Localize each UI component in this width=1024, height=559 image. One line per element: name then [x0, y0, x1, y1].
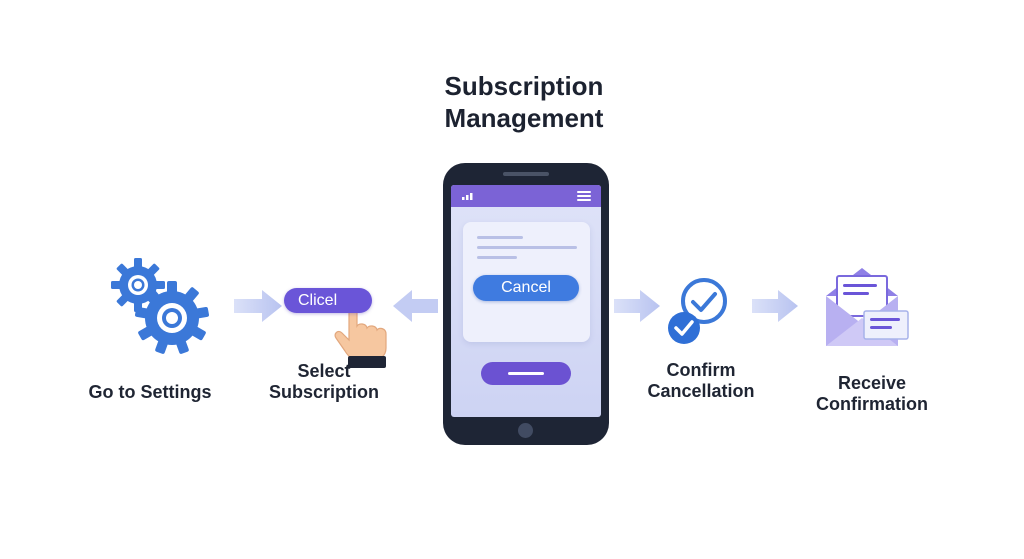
- step-label-select-subscription: Select Subscription: [258, 361, 390, 403]
- step-label-go-to-settings: Go to Settings: [80, 382, 220, 403]
- text-placeholder-line: [477, 256, 517, 259]
- phone-device: Cancel: [443, 163, 609, 445]
- arrow-right-icon: [614, 290, 660, 322]
- phone-speaker: [503, 172, 549, 176]
- bottom-action-button[interactable]: [481, 362, 571, 385]
- step-label-line: Receive: [837, 373, 907, 393]
- menu-icon[interactable]: [577, 191, 591, 201]
- diagram-title: Subscription Management: [392, 70, 656, 134]
- text-placeholder-line: [477, 246, 577, 249]
- home-button[interactable]: [518, 423, 533, 438]
- signal-icon: [462, 193, 473, 200]
- step-label-receive-confirmation: Receive Confirmation: [806, 373, 938, 415]
- gears-icon: [111, 258, 209, 354]
- dialog-card: Cancel: [463, 222, 590, 342]
- arrow-left-icon: [393, 290, 438, 322]
- title-line-1: Subscription: [444, 71, 604, 101]
- double-checkmark-icon: [668, 278, 727, 344]
- pointing-hand-icon: [334, 291, 387, 368]
- envelope-icon: [826, 268, 909, 346]
- cancel-button[interactable]: Cancel: [473, 275, 579, 301]
- title-line-2: Management: [444, 103, 604, 133]
- step-label-line: Cancellation: [647, 381, 755, 401]
- button-line: [508, 372, 544, 375]
- arrow-right-icon: [234, 290, 282, 322]
- phone-screen: Cancel: [451, 185, 601, 417]
- status-bar-icons: [462, 191, 591, 201]
- step-label-line: Confirmation: [816, 394, 928, 414]
- arrow-right-icon: [752, 290, 798, 322]
- step-label-confirm-cancellation: Confirm Cancellation: [636, 360, 766, 402]
- step-label-line: Select: [297, 361, 351, 381]
- step-label-line: Go to Settings: [88, 382, 212, 402]
- click-button[interactable]: Clicel: [284, 288, 372, 313]
- step-label-line: Confirm: [666, 360, 736, 380]
- text-placeholder-line: [477, 236, 523, 239]
- status-bar: [451, 185, 601, 207]
- step-label-line: Subscription: [268, 382, 379, 402]
